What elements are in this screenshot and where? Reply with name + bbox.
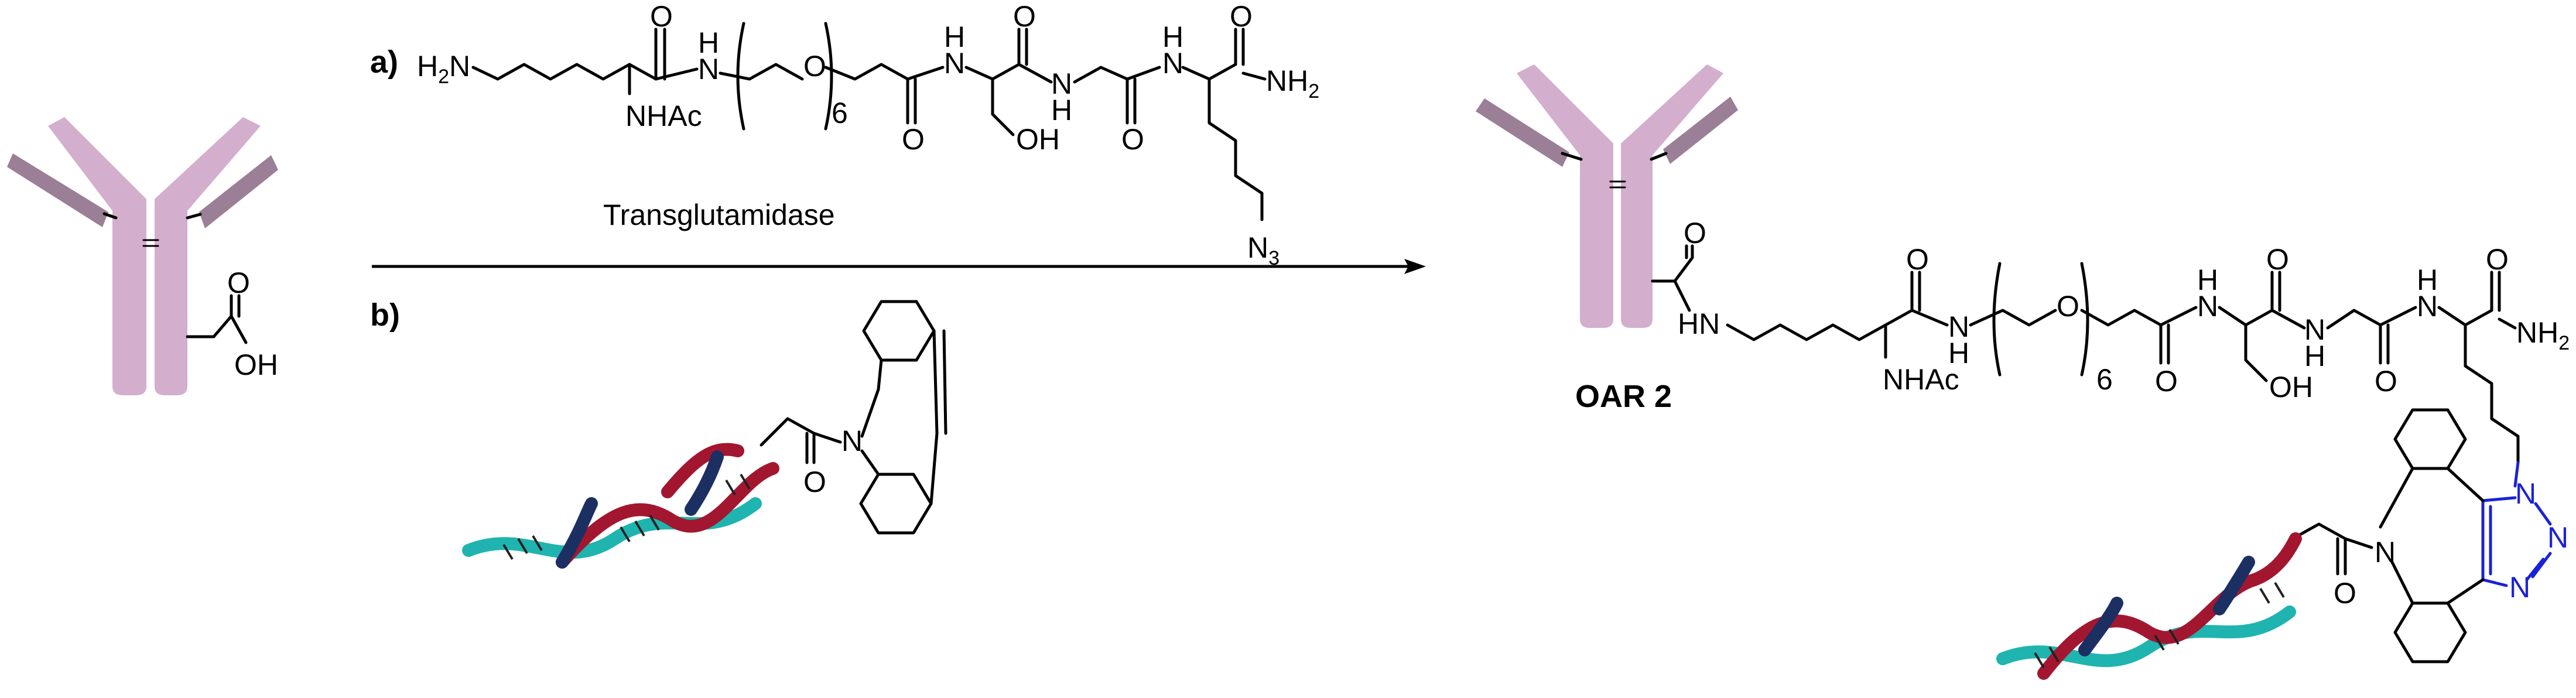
carbonyl-o-p2: O xyxy=(2155,365,2178,398)
dbco-n-p: N xyxy=(2375,536,2396,569)
nhac-a: NHAc xyxy=(625,100,702,132)
peg-repeat-p: 6 xyxy=(2096,363,2113,396)
product-hn: HN xyxy=(1678,307,1720,340)
peptide-linker-reagent: H2N NHAc O N H O 6 O N H OH O N H O xyxy=(417,0,1319,269)
enzyme-label: Transglutamidase xyxy=(603,199,835,231)
amide-h-a2: H xyxy=(944,20,965,53)
triazole-n1: N xyxy=(2515,477,2536,510)
amide-n-p3: N xyxy=(2304,313,2325,346)
amide-h-p1: H xyxy=(1948,337,1969,369)
amide-n-p1: N xyxy=(1948,310,1969,343)
carbonyl-o-p6: O xyxy=(2334,577,2356,610)
serine-oh-p: OH xyxy=(2269,371,2313,403)
peg-oxygen-p: O xyxy=(2057,290,2079,323)
amide-h-p2: H xyxy=(2197,264,2218,296)
carbonyl-o-a5: O xyxy=(1230,0,1253,33)
amide-n-a3: N xyxy=(1051,67,1072,100)
carbonyl-o-p3: O xyxy=(2266,243,2289,276)
antibody-left: O OH xyxy=(7,117,278,395)
peg-oxygen-a: O xyxy=(803,50,826,83)
nhac-p: NHAc xyxy=(1883,363,1959,396)
carbonyl-o-p0: O xyxy=(1684,217,1706,249)
carbonyl-oxygen-left: O xyxy=(227,266,250,299)
terminal-nh2-a: NH2 xyxy=(1266,64,1319,102)
amide-n-p2: N xyxy=(2197,290,2218,323)
peg-repeat-a: 6 xyxy=(832,97,848,129)
amide-n-p4: N xyxy=(2417,290,2438,323)
carbonyl-o-a3: O xyxy=(1013,0,1036,33)
dna-helix-product xyxy=(1996,532,2302,680)
product-label: OAR 2 xyxy=(1575,379,1672,414)
antibody-heavy-chain-right xyxy=(155,117,261,395)
amide-h-p3: H xyxy=(2304,340,2325,372)
triazole-ring: N N N xyxy=(2481,461,2568,604)
antibody-light-chain-left xyxy=(7,153,108,227)
serine-oh-a: OH xyxy=(1016,123,1060,156)
antibody-heavy-chain-left xyxy=(48,117,146,395)
product-antibody xyxy=(1476,64,1738,328)
hydroxyl-left: OH xyxy=(234,348,278,381)
amide-h-a4: H xyxy=(1162,20,1183,53)
carbonyl-o-p1: O xyxy=(1906,243,1929,276)
amide-h-p4: H xyxy=(2417,264,2438,296)
terminal-nh2-p: NH2 xyxy=(2516,316,2570,354)
triazole-n3: N xyxy=(2509,571,2530,604)
dbco-dna-reagent: O N xyxy=(462,300,947,569)
dna-helix-reagent xyxy=(462,443,779,569)
dbco-n-b: N xyxy=(841,425,863,457)
carbonyl-o-a2: O xyxy=(902,123,925,156)
carbonyl-o-a1: O xyxy=(650,0,673,33)
amide-h-a1: H xyxy=(698,26,719,59)
amide-n-a2: N xyxy=(944,47,965,80)
carbonyl-o-p4: O xyxy=(2375,365,2397,398)
carbonyl-o-b: O xyxy=(803,466,826,498)
carbonyl-o-a4: O xyxy=(1121,123,1144,156)
amide-n-a1: N xyxy=(698,53,719,85)
azide-n3: N3 xyxy=(1247,231,1280,269)
amide-h-a3: H xyxy=(1051,94,1072,126)
reaction-arrow xyxy=(372,259,1426,274)
product-linker: O HN NHAc O N H O 6 O N H OH O N H xyxy=(1651,217,2570,680)
triazole-n2: N xyxy=(2547,521,2568,554)
step-a-label: a) xyxy=(370,45,398,80)
antibody-light-chain-right xyxy=(199,155,278,228)
amine-h2n: H2N xyxy=(417,50,470,88)
amide-n-a4: N xyxy=(1162,47,1183,80)
carbonyl-o-p5: O xyxy=(2486,243,2509,276)
step-b-label: b) xyxy=(370,297,400,333)
